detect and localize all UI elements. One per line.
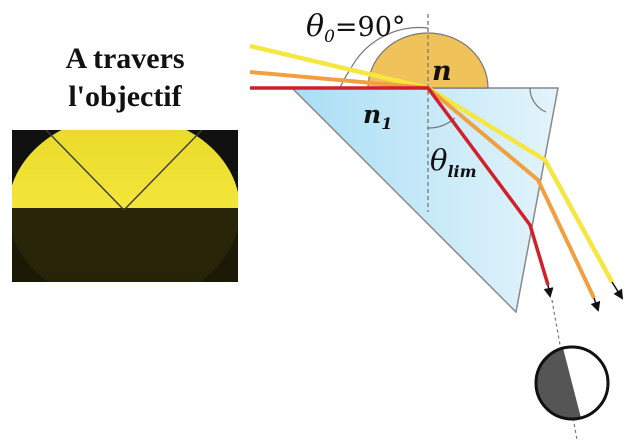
theta0-arc bbox=[349, 26, 429, 71]
n1-base: n bbox=[363, 100, 381, 129]
caption-line-2: l'objectif bbox=[68, 80, 182, 113]
prism bbox=[290, 87, 559, 314]
theta0-symbol: θ bbox=[306, 9, 324, 44]
crosshair-right bbox=[123, 130, 203, 211]
sample-semicircle bbox=[367, 32, 489, 89]
arrow-red bbox=[543, 284, 554, 298]
arrow-orange bbox=[590, 297, 601, 312]
theta-lim-symbol: θ bbox=[430, 143, 447, 177]
arrow-yellow bbox=[611, 281, 624, 300]
eyepiece-view-image bbox=[12, 130, 238, 282]
theta0-subscript: 0 bbox=[324, 27, 335, 47]
crosshair-left bbox=[45, 130, 125, 211]
caption-line-1: A travers bbox=[65, 42, 185, 75]
view-boundary-shade bbox=[12, 208, 238, 282]
eyepiece-circle bbox=[534, 345, 610, 421]
theta-lim-subscript: lim bbox=[447, 162, 476, 181]
eyepiece-rim bbox=[534, 345, 610, 421]
n1-subscript: 1 bbox=[381, 114, 392, 133]
prism-angle-arc bbox=[529, 87, 547, 113]
theta-lim-arc bbox=[427, 117, 456, 129]
theta0-value: =90° bbox=[335, 12, 405, 43]
eyepiece-dark-half bbox=[535, 348, 581, 420]
caption: A travers l'objectif bbox=[0, 40, 250, 116]
theta-lim-label: θlim bbox=[430, 143, 477, 181]
ray-yellow bbox=[249, 43, 614, 284]
theta0-label: θ0=90° bbox=[306, 9, 405, 47]
ray-red bbox=[250, 86, 550, 286]
ray-orange bbox=[249, 70, 596, 299]
n1-label: n1 bbox=[363, 100, 392, 133]
n-label: n bbox=[432, 56, 452, 87]
